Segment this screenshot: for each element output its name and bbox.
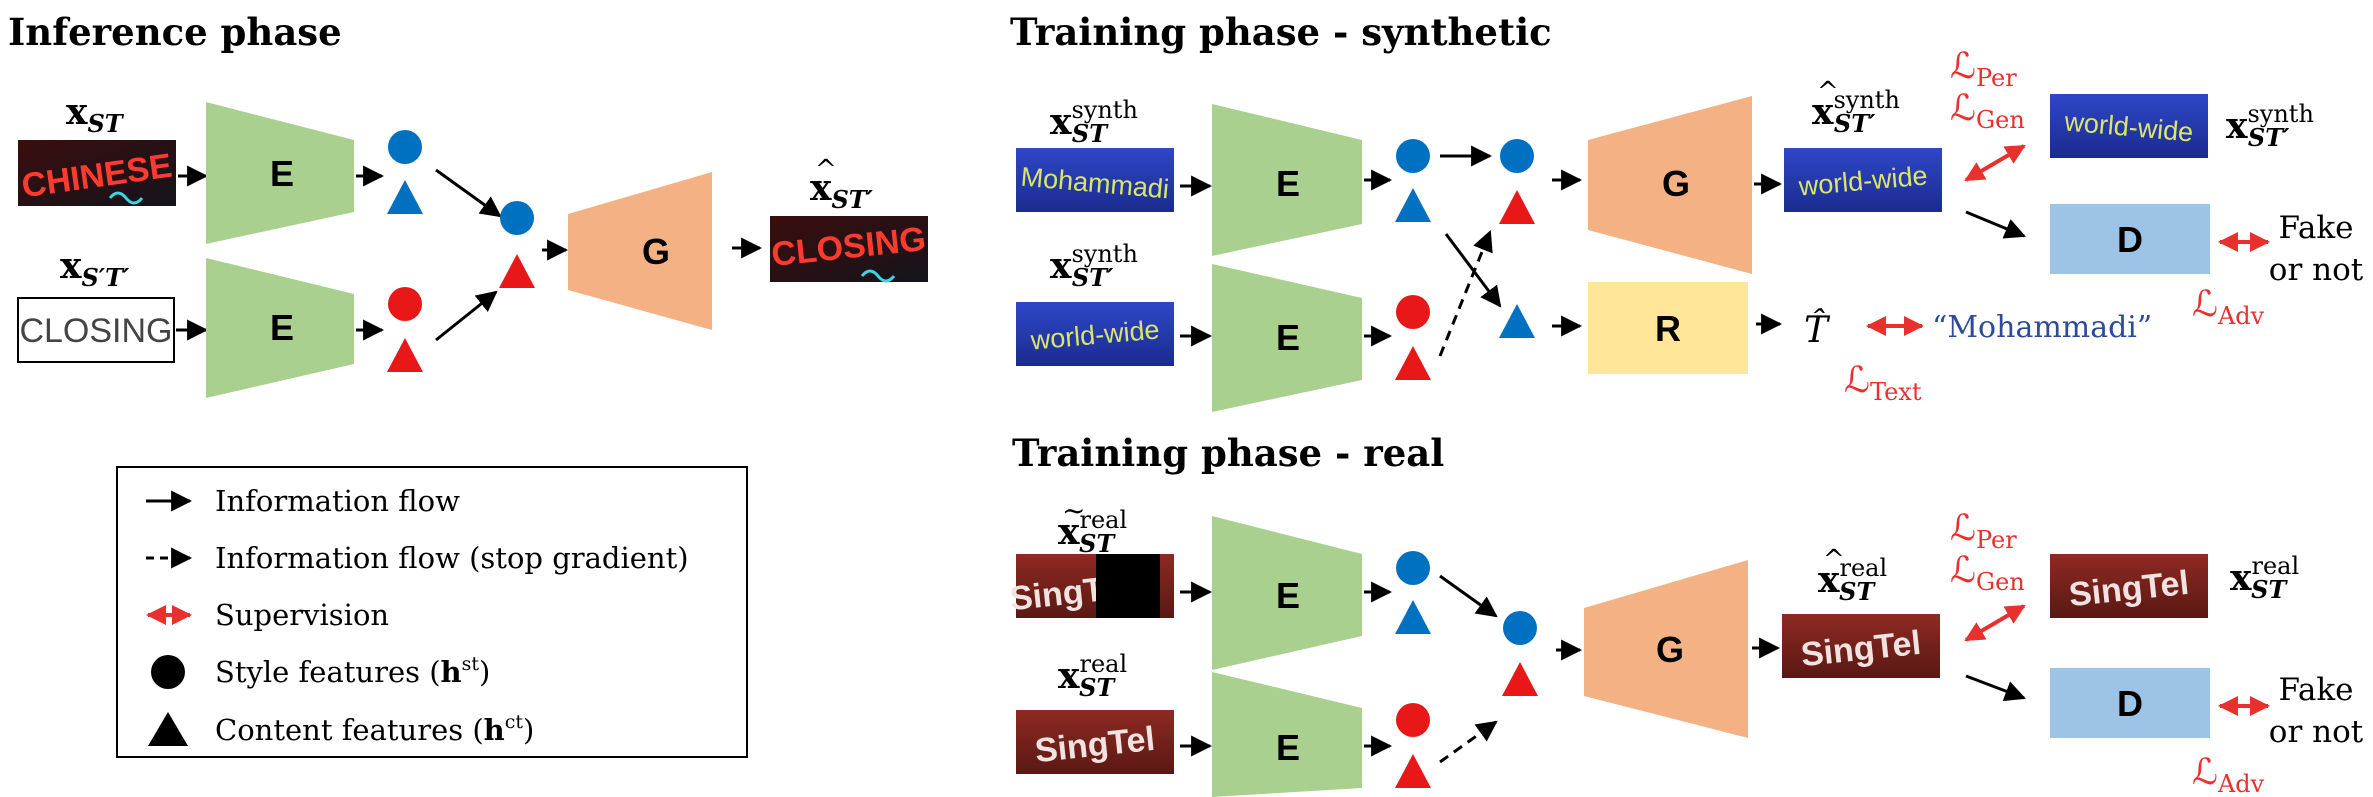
loss-gen: ℒGen: [1950, 88, 2025, 134]
content-feature-triangle: [499, 254, 535, 288]
style-feature-circle: [388, 287, 422, 321]
legend-circle-icon: [151, 655, 185, 689]
svg-text:G: G: [1662, 163, 1690, 204]
inference-content-image: CLOSING: [17, 297, 175, 363]
real-masked-image: SingTel: [1008, 554, 1174, 618]
style-feature-circle: [500, 201, 534, 235]
synth-target-image: world-wide: [1016, 302, 1174, 366]
svg-text:CLOSING: CLOSING: [19, 312, 172, 350]
content-feature-triangle: [1395, 754, 1431, 788]
x-hat-stp-label: xST′: [810, 167, 874, 214]
synthetic-encoder-bottom: E: [1212, 264, 1362, 412]
svg-text:E: E: [270, 307, 294, 348]
real-gt-image: SingTel: [2050, 554, 2208, 618]
real-encoder-bottom: E: [1212, 672, 1362, 797]
real-generated-image: SingTel: [1782, 614, 1940, 678]
tilde-mark: ~: [1062, 494, 1085, 527]
legend-supervision: Supervision: [215, 598, 389, 632]
fake-label-real: Fake: [2278, 672, 2353, 708]
t-hat-label: T̂: [1804, 308, 1831, 351]
style-feature-circle: [1396, 295, 1430, 329]
synthetic-generator: G: [1588, 96, 1752, 274]
loss-per-real: ℒPer: [1950, 508, 2017, 554]
style-feature-circle: [388, 130, 422, 164]
svg-text:E: E: [1276, 727, 1300, 768]
inference-encoder-bottom: E: [206, 258, 354, 398]
content-feature-triangle: [387, 338, 423, 372]
legend: Information flow Information flow (stop …: [116, 466, 748, 758]
synthetic-recognizer: R: [1588, 282, 1748, 374]
real-phase-title: Training phase - real: [1012, 431, 1444, 475]
legend-info-flow: Information flow: [215, 484, 460, 518]
loss-adv-real: ℒAdv: [2192, 752, 2265, 797]
style-feature-circle: [1396, 551, 1430, 585]
content-feature-triangle: [1502, 662, 1538, 696]
inference-phase-title: Inference phase: [8, 10, 342, 54]
synthetic-discriminator: D: [2050, 204, 2210, 274]
recognition-target-label: “Mohammadi”: [1932, 310, 2152, 345]
synth-input-image: Mohammadi: [1016, 148, 1174, 212]
content-feature-triangle: [1499, 304, 1535, 338]
svg-text:E: E: [1276, 575, 1300, 616]
real-discriminator: D: [2050, 668, 2210, 738]
loss-per: ℒPer: [1950, 46, 2017, 92]
x-st-label: xST: [66, 91, 125, 138]
svg-text:E: E: [270, 153, 294, 194]
or-not-label-real: or not: [2269, 714, 2364, 750]
loss-text: ℒText: [1844, 360, 1922, 406]
real-input-image: SingTel: [1016, 710, 1174, 774]
content-feature-triangle: [1395, 188, 1431, 222]
content-feature-triangle: [1395, 346, 1431, 380]
fake-label: Fake: [2278, 210, 2353, 246]
inference-encoder-top: E: [206, 102, 354, 244]
real-generator: G: [1584, 560, 1748, 738]
hat-mark: ^: [1823, 545, 1845, 575]
svg-text:E: E: [1276, 163, 1300, 204]
style-feature-circle: [1396, 703, 1430, 737]
style-feature-circle: [1500, 139, 1534, 173]
inference-generator: G: [568, 172, 712, 330]
loss-gen-real: ℒGen: [1950, 550, 2025, 596]
synth-generated-image: world-wide: [1784, 148, 1942, 212]
hat-mark: ^: [815, 155, 837, 185]
real-encoder-top: E: [1212, 516, 1362, 670]
content-feature-triangle: [1499, 190, 1535, 224]
svg-text:R: R: [1655, 308, 1681, 349]
svg-text:E: E: [1276, 317, 1300, 358]
legend-info-flow-stop: Information flow (stop gradient): [215, 541, 689, 575]
synthetic-phase-title: Training phase - synthetic: [1010, 10, 1552, 54]
style-feature-circle: [1503, 611, 1537, 645]
legend-content-features: Content features (hct): [215, 711, 534, 747]
synth-gt-image: world-wide: [2050, 94, 2208, 158]
svg-text:D: D: [2117, 683, 2143, 724]
legend-triangle-icon: [148, 712, 188, 746]
style-feature-circle: [1396, 139, 1430, 173]
content-feature-triangle: [1395, 600, 1431, 634]
svg-text:G: G: [642, 231, 670, 272]
svg-text:G: G: [1656, 629, 1684, 670]
real-supervision-arrow: [1964, 604, 2026, 642]
content-feature-triangle: [387, 180, 423, 214]
legend-style-features: Style features (hst): [215, 653, 490, 689]
x-sptp-label: xS′T′: [60, 245, 130, 292]
or-not-label: or not: [2269, 252, 2364, 288]
hat-mark: ^: [1817, 77, 1839, 107]
inference-input-image: CHINESE: [18, 140, 176, 206]
synthetic-encoder-top: E: [1212, 104, 1362, 256]
synth-supervision-arrow: [1964, 144, 2026, 182]
inference-output-image: CLOSING: [770, 216, 928, 283]
loss-adv: ℒAdv: [2192, 284, 2265, 330]
svg-text:D: D: [2117, 219, 2143, 260]
